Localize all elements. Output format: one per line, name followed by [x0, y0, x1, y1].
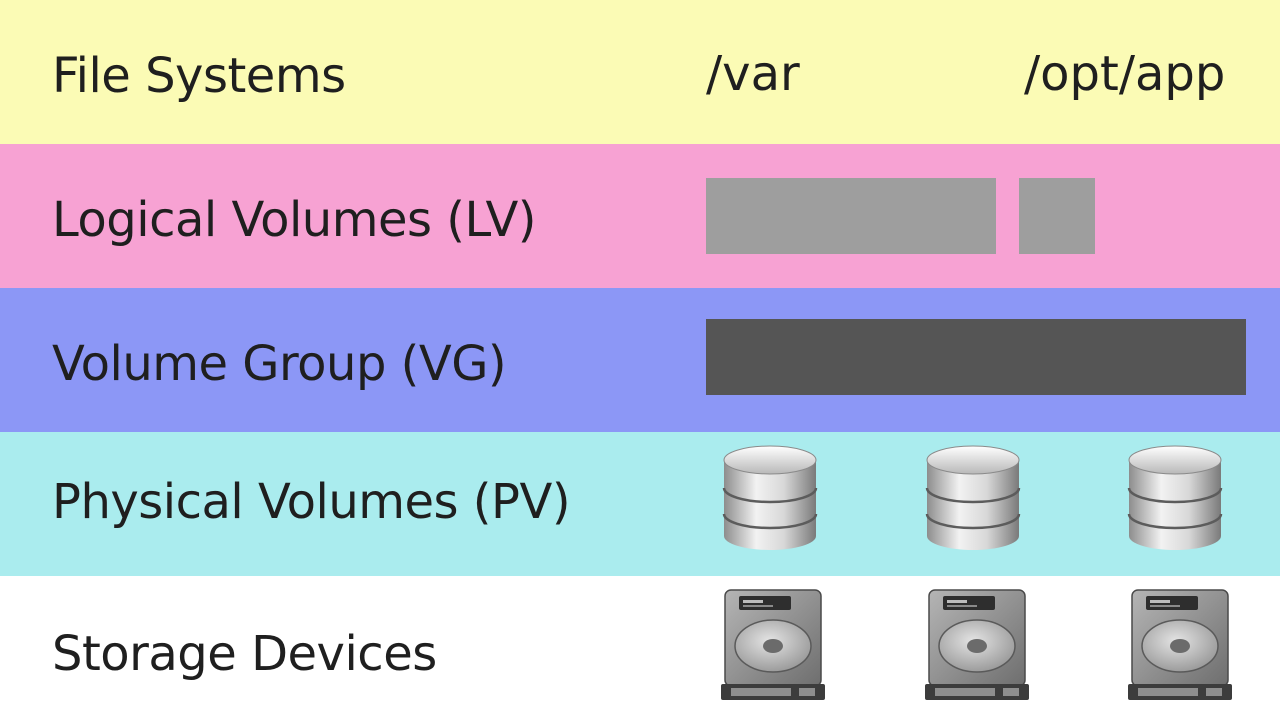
hard-drive-icon: [925, 589, 1029, 700]
logical-volume-opt-app: [1019, 178, 1095, 254]
row-label-logical-volumes: Logical Volumes (LV): [52, 192, 537, 248]
row-logical-volumes: Logical Volumes (LV): [0, 144, 1280, 288]
row-label-file-systems: File Systems: [52, 48, 346, 104]
row-file-systems: File Systems /var /opt/app: [0, 0, 1280, 144]
row-storage-devices: Storage Devices: [0, 576, 1280, 720]
row-label-physical-volumes: Physical Volumes (PV): [52, 474, 571, 530]
logical-volume-var: [706, 178, 996, 254]
row-label-storage-devices: Storage Devices: [52, 626, 437, 682]
row-volume-group: Volume Group (VG): [0, 288, 1280, 432]
fs-path-opt-app: /opt/app: [1024, 46, 1226, 102]
hard-drive-icon: [1128, 589, 1232, 700]
volume-group-block: [706, 319, 1246, 395]
fs-path-var: /var: [706, 46, 800, 102]
row-physical-volumes: Physical Volumes (PV): [0, 432, 1280, 576]
database-icon: [722, 445, 818, 550]
row-label-volume-group: Volume Group (VG): [52, 336, 507, 392]
hard-drive-icon: [721, 589, 825, 700]
database-icon: [1127, 445, 1223, 550]
database-icon: [925, 445, 1021, 550]
